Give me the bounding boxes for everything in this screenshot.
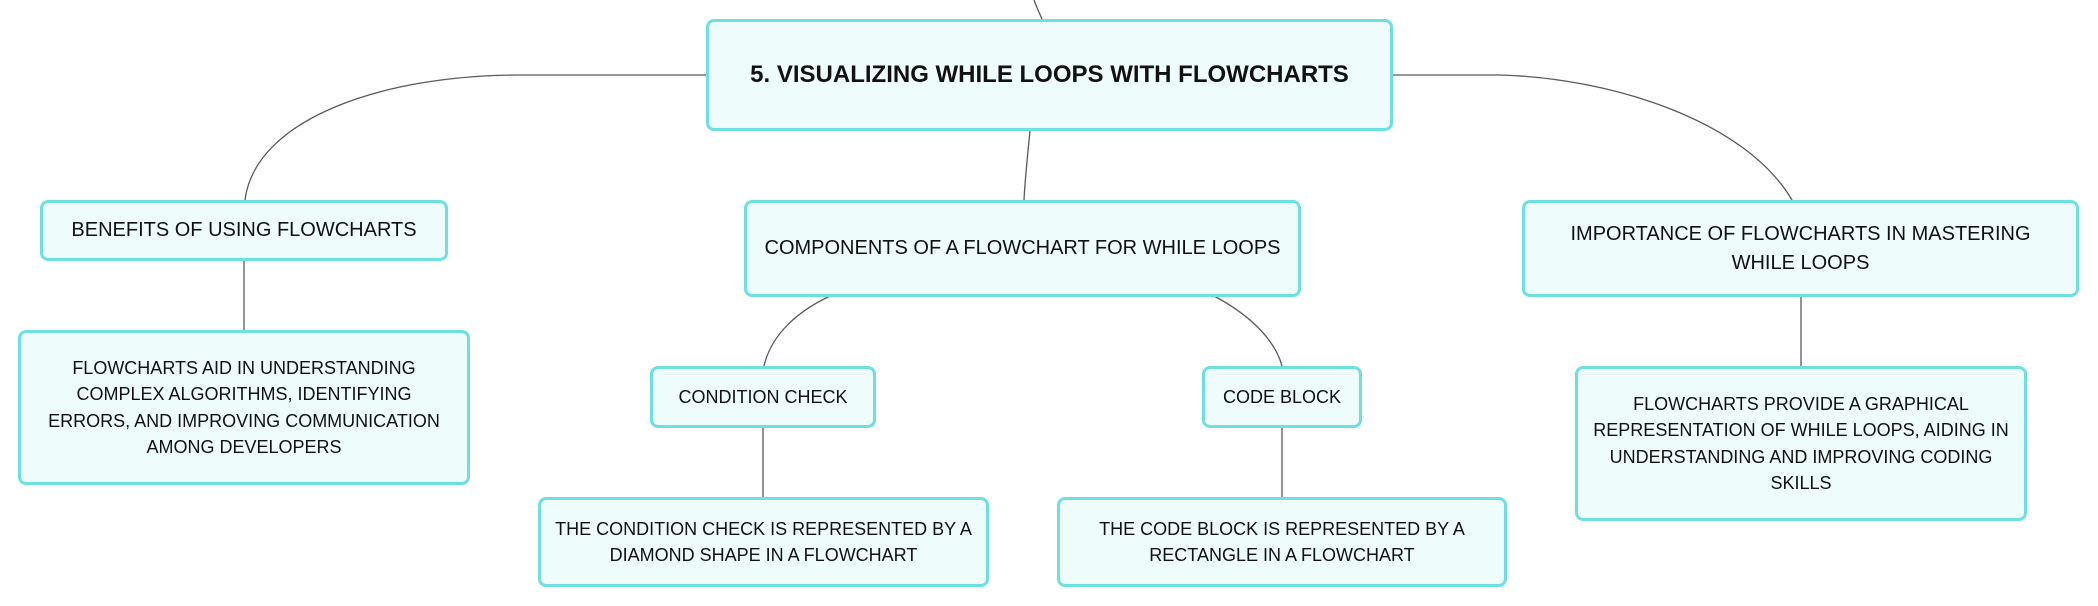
benefits-topic-label: BENEFITS OF USING FLOWCHARTS <box>71 219 417 241</box>
importance-topic-node[interactable]: IMPORTANCE OF FLOWCHARTS IN MASTERING WH… <box>1522 200 2079 297</box>
connector-components-to-code <box>1213 295 1283 367</box>
root-topic-node[interactable]: 5. VISUALIZING WHILE LOOPS WITH FLOWCHAR… <box>706 19 1393 131</box>
connector-root-to-components <box>1023 130 1031 201</box>
condition-check-node[interactable]: CONDITION CHECK <box>650 366 876 428</box>
components-topic-label: COMPONENTS OF A FLOWCHART FOR WHILE LOOP… <box>764 237 1281 259</box>
benefits-detail-label: FLOWCHARTS AID IN UNDERSTANDING COMPLEX … <box>48 358 440 457</box>
connector-root-to-benefits <box>244 74 706 201</box>
components-topic-node[interactable]: COMPONENTS OF A FLOWCHART FOR WHILE LOOP… <box>744 200 1301 297</box>
benefits-topic-node[interactable]: BENEFITS OF USING FLOWCHARTS <box>40 200 448 261</box>
importance-detail-node[interactable]: FLOWCHARTS PROVIDE A GRAPHICAL REPRESENT… <box>1575 366 2027 521</box>
root-topic-label: 5. VISUALIZING WHILE LOOPS WITH FLOWCHAR… <box>750 60 1349 88</box>
importance-topic-label: IMPORTANCE OF FLOWCHARTS IN MASTERING WH… <box>1570 222 2031 274</box>
connector-root-to-importance <box>1392 74 1793 201</box>
connector-parent-to-root <box>1033 0 1043 20</box>
code-block-label: CODE BLOCK <box>1222 386 1342 407</box>
condition-check-detail-node[interactable]: THE CONDITION CHECK IS REPRESENTED BY A … <box>538 497 989 587</box>
connector-components-to-condition <box>763 295 831 367</box>
code-block-node[interactable]: CODE BLOCK <box>1202 366 1362 428</box>
benefits-detail-node[interactable]: FLOWCHARTS AID IN UNDERSTANDING COMPLEX … <box>18 330 470 485</box>
importance-detail-label: FLOWCHARTS PROVIDE A GRAPHICAL REPRESENT… <box>1593 394 2009 493</box>
condition-check-label: CONDITION CHECK <box>678 386 848 407</box>
code-block-detail-node[interactable]: THE CODE BLOCK IS REPRESENTED BY A RECTA… <box>1057 497 1507 587</box>
condition-check-detail-label: THE CONDITION CHECK IS REPRESENTED BY A … <box>555 518 972 565</box>
code-block-detail-label: THE CODE BLOCK IS REPRESENTED BY A RECTA… <box>1099 518 1465 565</box>
